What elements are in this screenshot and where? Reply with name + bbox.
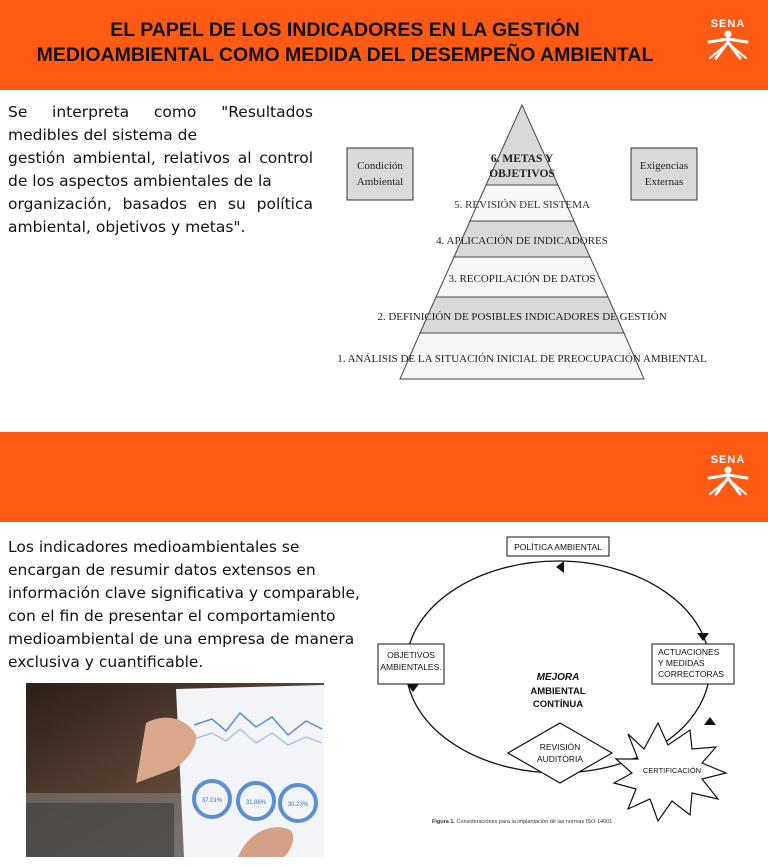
stat-donut xyxy=(236,781,276,821)
exigencias-label: Externas xyxy=(645,176,683,188)
actuaciones-label: ACTUACIONES xyxy=(658,647,720,657)
slide-title: EL PAPEL DE LOS INDICADORES EN LA GESTIÓ… xyxy=(0,18,690,68)
arrow-icon xyxy=(556,561,564,573)
caption-bold: Figura 1. xyxy=(432,819,455,825)
hand-shape xyxy=(136,717,197,783)
pyramid-level-6-label: OBJETIVOS xyxy=(489,168,555,180)
sena-emblem-icon xyxy=(707,466,749,496)
condicion-label: Condición xyxy=(357,160,403,172)
revision-label: AUDITORIA xyxy=(537,754,583,764)
logo-text: SENA xyxy=(710,18,746,30)
pyramid-level-4-label: 4. APLICACIÓN DE INDICADORES xyxy=(436,235,608,247)
chart-line xyxy=(193,728,323,746)
revision-auditoria-diamond xyxy=(506,722,614,784)
hand-shape xyxy=(238,827,294,857)
objetivos-ambientales-box xyxy=(377,643,445,685)
pyramid-level-3-label: 3. RECOPILACIÓN DE DATOS xyxy=(448,273,595,285)
caption-text: Consideraciones para la implantación de … xyxy=(455,819,612,825)
sena-emblem-icon xyxy=(707,30,749,60)
text-line: encargan de resumir datos extensos en xyxy=(8,561,316,579)
continuous-improvement-cycle-diagram: POLÍTICA AMBIENTAL OBJETIVOS AMBIENTALES… xyxy=(377,536,735,825)
sena-logo: SENA xyxy=(706,454,750,501)
stat-donut xyxy=(278,783,318,823)
actuaciones-box xyxy=(651,643,735,685)
text-line: Se interpreta como "Resultados xyxy=(8,103,313,121)
title-banner: EL PAPEL DE LOS INDICADORES EN LA GESTIÓ… xyxy=(0,0,768,90)
text-line: exclusiva y cuantificable. xyxy=(8,653,204,671)
pyramid-level-5-label: 5. REVISIÓN DEL SISTEMA xyxy=(454,199,590,211)
text-line: con el fin de presentar el comportamient… xyxy=(8,607,336,625)
text-line: gestión ambiental, relativos al control xyxy=(8,149,313,167)
actuaciones-label: Y MEDIDAS xyxy=(658,658,705,668)
chart-line xyxy=(193,711,323,737)
stat-value: 30.23% xyxy=(288,802,309,808)
text-line: Los indicadores medioambientales se xyxy=(8,538,300,556)
stat-value: 31.86% xyxy=(246,800,267,806)
mejora-label: MEJORA xyxy=(537,672,580,683)
pyramid-level-1 xyxy=(399,332,645,380)
figure-caption: Figura 1. Consideraciones para la implan… xyxy=(432,819,612,825)
objetivos-label: OBJETIVOS xyxy=(387,650,435,660)
stat-donut xyxy=(192,779,232,819)
condicion-ambiental-box xyxy=(346,147,414,201)
revision-label: REVISIÓN xyxy=(540,742,581,752)
text-line: medibles del sistema de xyxy=(8,126,198,144)
text-line: de los aspectos ambientales de la xyxy=(8,172,272,190)
actuaciones-label: CORRECTORAS xyxy=(658,669,724,679)
certificacion-burst xyxy=(612,721,728,823)
indicator-pyramid-diagram: Condición Ambiental Exigencias Externas … xyxy=(337,103,707,380)
exigencias-label: Exigencias xyxy=(640,160,688,172)
slide-title-line: EL PAPEL DE LOS INDICADORES EN LA GESTIÓ… xyxy=(110,19,580,41)
arrow-icon xyxy=(407,684,419,692)
politica-ambiental-label: POLÍTICA AMBIENTAL xyxy=(514,542,602,552)
pyramid-level-2-label: 2. DEFINICIÓN DE POSIBLES INDICADORES DE… xyxy=(377,311,666,323)
logo-text: SENA xyxy=(710,454,746,466)
tablet-screen xyxy=(176,685,324,857)
text-line: medioambiental de una empresa de manera xyxy=(8,630,355,648)
indicators-description-text: Los indicadores medioambientales se enca… xyxy=(8,536,363,674)
text-line: ambiental, objetivos y metas". xyxy=(8,218,246,236)
arrow-icon xyxy=(704,717,716,725)
slide-indicadores-gestion: EL PAPEL DE LOS INDICADORES EN LA GESTIÓ… xyxy=(0,0,768,415)
mejora-label: CONTÍNUA xyxy=(533,699,583,710)
stat-value: 37.01% xyxy=(202,798,223,804)
tablet-analytics-photo: 37.01% 31.86% 30.23% xyxy=(26,683,324,857)
title-banner: SENA xyxy=(0,432,768,522)
politica-ambiental-box xyxy=(506,536,610,557)
objetivos-label: AMBIENTALES. xyxy=(380,662,441,672)
sleeve-shape xyxy=(26,803,174,857)
condicion-label: Ambiental xyxy=(357,176,403,188)
arrow-icon xyxy=(697,633,709,641)
pyramid-level-6-label: 6. METAS Y xyxy=(491,153,554,165)
text-line: información clave significativa y compar… xyxy=(8,584,360,602)
mejora-label: AMBIENTAL xyxy=(530,686,585,697)
slide-gap xyxy=(0,415,768,432)
sena-logo: SENA xyxy=(706,18,750,65)
text-line: organización, basados en su política xyxy=(8,195,313,213)
definition-text: Se interpreta como "Resultados medibles … xyxy=(8,101,313,239)
exigencias-externas-box xyxy=(630,147,698,201)
certificacion-label: CERTIFICACIÓN xyxy=(643,766,701,775)
pyramid-level-1-label: 1. ANÁLISIS DE LA SITUACIÓN INICIAL DE P… xyxy=(337,353,707,365)
slide-title-line: MEDIOAMBIENTAL COMO MEDIDA DEL DESEMPEÑO… xyxy=(36,44,654,66)
